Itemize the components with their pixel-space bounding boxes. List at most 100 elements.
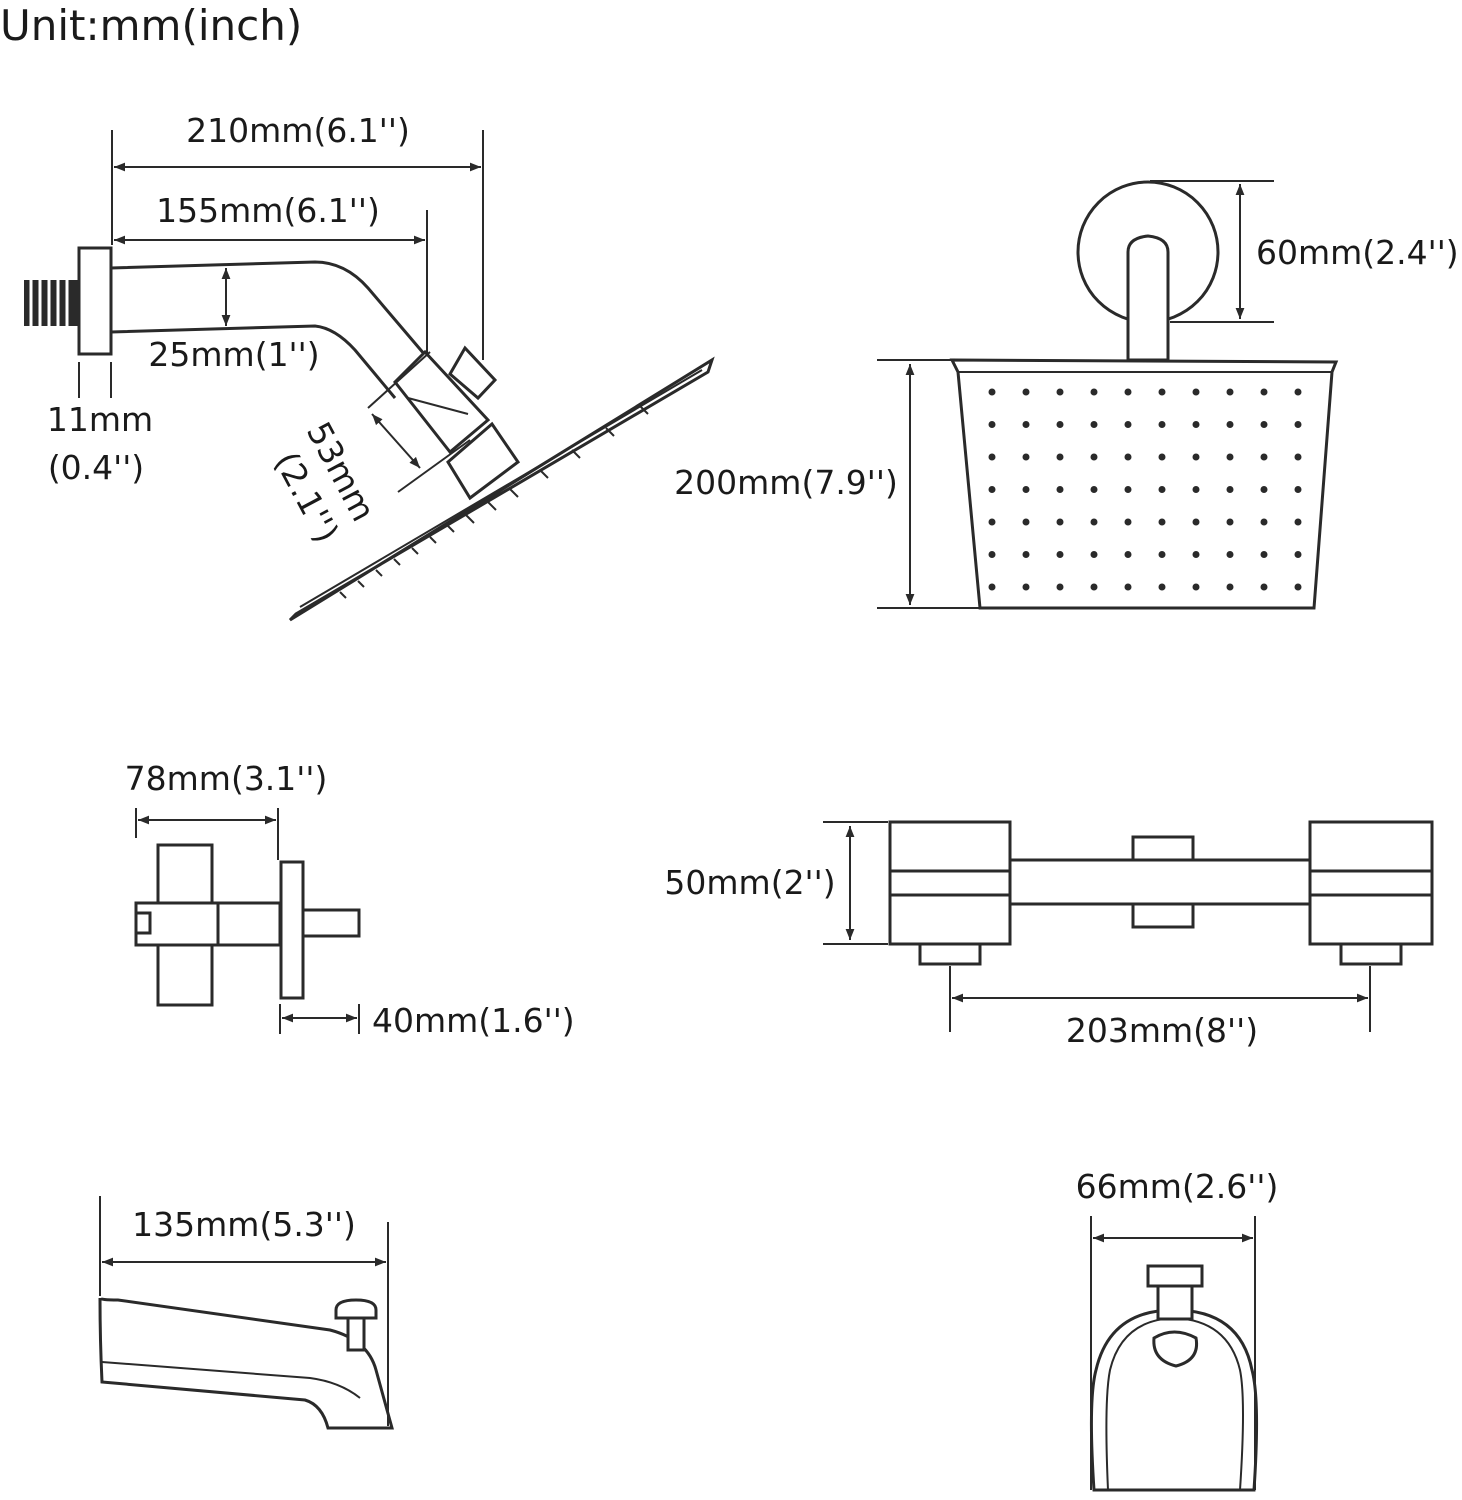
nozzle-dot: [988, 453, 996, 461]
nozzle-dot: [1294, 421, 1302, 428]
valve-stem: [301, 908, 361, 938]
nozzle-dot: [1260, 583, 1268, 591]
nozzle-dot: [1294, 388, 1302, 396]
nozzle-dot: [1192, 583, 1200, 591]
nozzle-dot: [1260, 453, 1268, 461]
valve-left-block: [888, 820, 1012, 946]
nozzle-dot: [1226, 518, 1234, 526]
nozzle-dot: [1158, 421, 1166, 428]
nozzle-dot: [1192, 486, 1200, 493]
spout-body: [98, 1297, 394, 1430]
valve-top-port: [1131, 835, 1195, 862]
nozzle-dot: [1192, 518, 1200, 526]
nozzle-dot: [1226, 453, 1234, 461]
vertical-arm: [1126, 234, 1170, 362]
flange-thickness-mm-label: 11mm: [47, 400, 153, 439]
nozzle-dot: [1090, 518, 1098, 526]
nozzle-dot: [1056, 486, 1064, 493]
nozzle-dot: [1192, 388, 1200, 396]
nozzle-dot: [1294, 583, 1302, 591]
nozzle-dot: [1090, 583, 1098, 591]
flange-diameter-label: 60mm(2.4''): [1256, 233, 1459, 272]
nozzle-dot: [1192, 453, 1200, 461]
nozzle-dot: [1158, 388, 1166, 396]
nozzle-dot: [1090, 551, 1098, 558]
valve-body-bar: [1008, 858, 1314, 906]
nozzle-dot: [1022, 453, 1030, 461]
head-size-label: 200mm(7.9''): [674, 463, 898, 502]
nozzle-dot: [1260, 551, 1268, 558]
nozzle-dot: [1056, 551, 1064, 558]
nozzle-dot: [988, 421, 996, 428]
nozzle-dot: [1226, 486, 1234, 493]
nozzle-dot: [1022, 551, 1030, 558]
nozzle-dot: [1260, 518, 1268, 526]
nozzle-dot: [1226, 583, 1234, 591]
nozzle-dot: [1226, 388, 1234, 396]
nozzle-dot: [1158, 583, 1166, 591]
nozzle-dot: [1294, 551, 1302, 558]
nozzle-dot: [1056, 583, 1064, 591]
threaded-connector: [24, 280, 80, 326]
nozzle-dot: [1158, 453, 1166, 461]
nozzle-dot: [1192, 421, 1200, 428]
nozzle-dot: [1022, 583, 1030, 591]
front-diverter-knob: [1146, 1264, 1204, 1288]
nozzle-dot: [1090, 421, 1098, 428]
tub-spout-front-drawing: 66mm(2.6''): [1076, 1167, 1279, 1492]
nozzle-dot: [1294, 518, 1302, 526]
tub-spout-side-drawing: 135mm(5.3''): [98, 1196, 394, 1430]
nozzle-dot: [1056, 518, 1064, 526]
nozzle-dot: [1158, 486, 1166, 493]
diverter-knob: [334, 1298, 378, 1352]
stem-length-label: 40mm(1.6''): [372, 1001, 575, 1040]
arm-pipe: [110, 260, 427, 356]
nozzle-dot: [1124, 518, 1132, 526]
nozzle-dot: [1124, 583, 1132, 591]
nozzle-dot: [1192, 551, 1200, 558]
nozzle-dot: [1022, 421, 1030, 428]
swivel-nut: [392, 349, 491, 455]
nozzle-dot: [1022, 388, 1030, 396]
nozzle-dot: [1124, 486, 1132, 493]
nozzle-dot: [1022, 518, 1030, 526]
nozzle-marks: [339, 405, 649, 599]
pipe-diameter-label: 25mm(1''): [148, 335, 319, 374]
nozzle-dot: [1158, 551, 1166, 558]
nozzle-dot: [1056, 388, 1064, 396]
overall-length-label: 210mm(6.1''): [186, 111, 410, 150]
valve-drawing: 50mm(2'') 203mm(8''): [664, 820, 1434, 1050]
nozzle-dot: [1124, 421, 1132, 428]
handle-length-label: 78mm(3.1''): [125, 759, 328, 798]
nozzle-dot: [1158, 518, 1166, 526]
nozzle-dot: [1226, 421, 1234, 428]
front-diverter-stem: [1156, 1283, 1194, 1321]
flange-thickness-in-label: (0.4''): [48, 448, 144, 487]
nozzle-dot: [1056, 421, 1064, 428]
handle-hub: [134, 901, 282, 947]
spout-length-label: 135mm(5.3''): [132, 1205, 356, 1244]
nozzle-dot: [1090, 453, 1098, 461]
nozzle-dot: [1090, 388, 1098, 396]
valve-spacing-label: 203mm(8''): [1066, 1011, 1258, 1050]
spout-width-label: 66mm(2.6''): [1076, 1167, 1279, 1206]
square-head-plate: [949, 358, 1339, 610]
nozzle-dot: [988, 486, 996, 493]
spout-front-outlet: [1152, 1330, 1199, 1368]
nozzle-grid: [988, 388, 1302, 591]
nozzle-dot: [1260, 486, 1268, 493]
shower-arm-drawing: 210mm(6.1'') 155mm(6.1'') 25mm(1'') 11mm…: [24, 111, 715, 622]
escutcheon-plate: [279, 860, 305, 1000]
nozzle-dot: [1294, 486, 1302, 493]
wall-flange: [77, 246, 113, 356]
valve-height-label: 50mm(2''): [664, 863, 835, 902]
nozzle-dot: [1124, 551, 1132, 558]
arm-length-label: 155mm(6.1''): [156, 191, 380, 230]
nozzle-dot: [988, 388, 996, 396]
nozzle-dot: [988, 518, 996, 526]
valve-bottom-port: [1131, 902, 1195, 929]
nozzle-dot: [1022, 486, 1030, 493]
nozzle-dot: [1124, 453, 1132, 461]
nozzle-dot: [988, 551, 996, 558]
unit-label: Unit:mm(inch): [0, 1, 302, 50]
